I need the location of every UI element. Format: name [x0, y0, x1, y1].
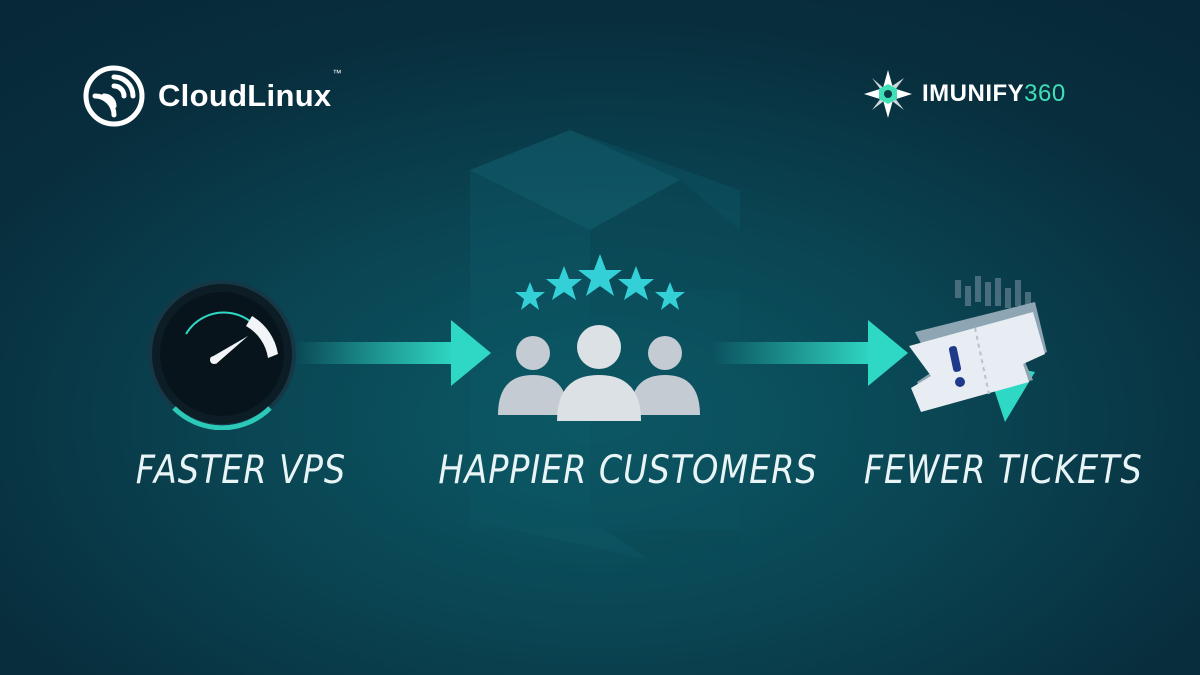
arrow-right-icon [712, 320, 908, 386]
cloudlinux-wordmark: CloudLinux [158, 78, 332, 113]
star-icon [655, 282, 685, 310]
cloudlinux-swirl-icon [83, 65, 145, 127]
star-icon [618, 266, 654, 300]
rating-stars [515, 254, 685, 310]
imunify-360-number: 360 [1024, 80, 1066, 107]
caption-faster-vps: FASTER VPS [135, 448, 346, 493]
speedometer-icon [148, 280, 296, 430]
customers-icon [498, 325, 700, 421]
caption-fewer-tickets: FEWER TICKETS [863, 448, 1143, 493]
imunify-wordmark: IMUNIFY [922, 80, 1025, 107]
imunify360-logo: IMUNIFY 360 [862, 68, 1066, 120]
star-icon [515, 282, 545, 310]
ticket-icon [909, 276, 1047, 422]
star-icon [546, 266, 582, 300]
caption-happier-customers: HAPPIER CUSTOMERS [438, 448, 818, 493]
imunify-star-icon [864, 70, 912, 118]
cloudlinux-logo: CloudLinux ™ [80, 62, 341, 130]
star-icon [578, 254, 622, 296]
arrow-right-icon [295, 320, 491, 386]
trademark-symbol: ™ [332, 68, 342, 78]
